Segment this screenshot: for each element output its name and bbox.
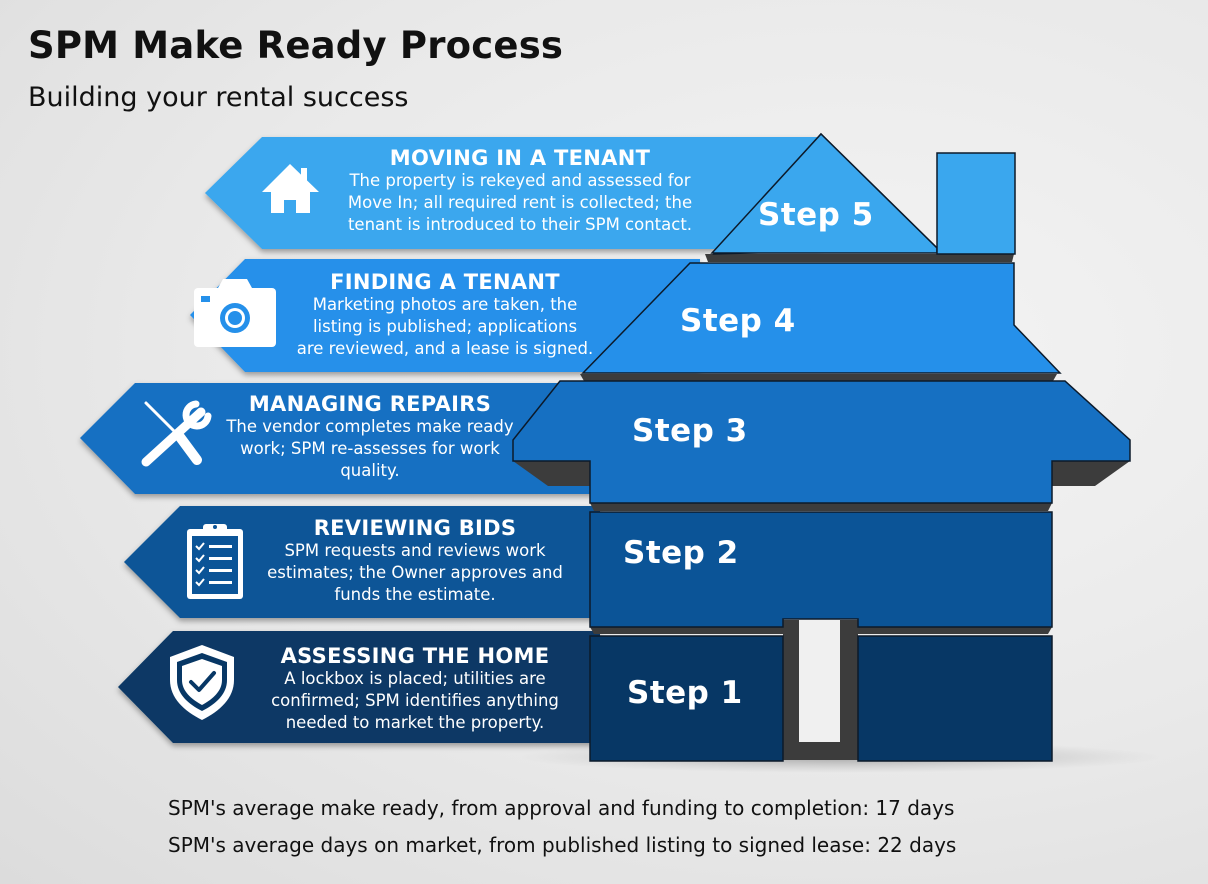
step2-desc-line: funds the estimate. [334, 585, 496, 604]
house-step4 [581, 254, 1062, 374]
step1-desc-line: needed to market the property. [285, 713, 545, 732]
chimney [936, 152, 1016, 255]
step3-desc-line: The vendor completes make ready [226, 417, 514, 436]
step3-desc-line: quality. [340, 461, 400, 480]
camera-icon [194, 279, 276, 347]
step4-label: Step 4 [680, 303, 796, 339]
step4-title: FINDING A TENANT [330, 270, 560, 294]
step1-desc-line: A lockbox is placed; utilities are [284, 669, 546, 688]
make-ready-stat: SPM's average make ready, from approval … [168, 796, 955, 820]
banner-step3 [80, 383, 600, 494]
step5-desc-line: The property is rekeyed and assessed for [349, 171, 691, 190]
clipboard-checklist-icon [187, 524, 243, 599]
banner-step4 [190, 259, 700, 372]
house-icon [262, 164, 319, 213]
step2-text: REVIEWING BIDS SPM requests and reviews … [250, 516, 580, 606]
step5-title: MOVING IN A TENANT [389, 146, 651, 170]
page-subtitle: Building your rental success [28, 82, 409, 113]
step5-desc-line: tenant is introduced to their SPM contac… [347, 215, 693, 234]
banner-step1 [118, 631, 600, 743]
step3-label: Step 3 [632, 413, 748, 449]
step5-label: Step 5 [758, 197, 874, 233]
house-step1 [589, 620, 1053, 762]
house-step2 [589, 503, 1053, 628]
house-step5 [710, 132, 1016, 255]
tools-icon [141, 400, 212, 467]
step5-desc-line: Move In; all required rent is collected;… [347, 193, 693, 212]
step4-desc-line: listing is published; applications [312, 317, 578, 336]
step1-label: Step 1 [627, 675, 743, 711]
step2-desc-line: SPM requests and reviews work [284, 541, 546, 560]
step1-title: ASSESSING THE HOME [280, 644, 550, 668]
step4-text: FINDING A TENANT Marketing photos are ta… [280, 270, 610, 360]
step1-text: ASSESSING THE HOME A lockbox is placed; … [250, 644, 580, 734]
step4-desc-line: are reviewed, and a lease is signed. [296, 339, 594, 358]
banner-step5 [205, 137, 820, 249]
step2-title: REVIEWING BIDS [313, 516, 517, 540]
shield-check-icon [170, 645, 234, 720]
door-opening [799, 620, 840, 742]
step3-desc-line: work; SPM re-assesses for work [240, 439, 500, 458]
page-title: SPM Make Ready Process [28, 24, 564, 67]
days-on-market-stat: SPM's average days on market, from publi… [168, 833, 957, 857]
step1-desc-line: confirmed; SPM identifies anything [271, 691, 559, 710]
step2-desc-line: estimates; the Owner approves and [267, 563, 563, 582]
step3-title: MANAGING REPAIRS [248, 392, 492, 416]
step5-text: MOVING IN A TENANT The property is rekey… [325, 146, 715, 236]
step2-label: Step 2 [623, 535, 739, 571]
step3-text: MANAGING REPAIRS The vendor completes ma… [205, 392, 535, 482]
step4-desc-line: Marketing photos are taken, the [312, 295, 578, 314]
house-step3 [512, 374, 1131, 504]
